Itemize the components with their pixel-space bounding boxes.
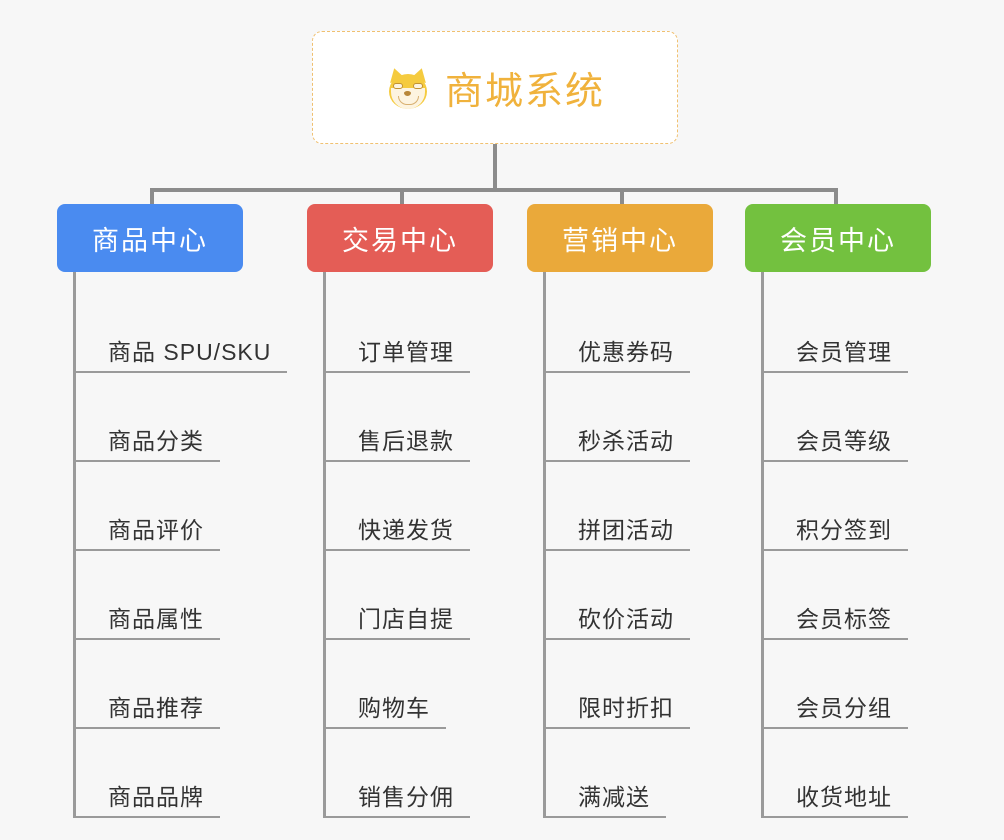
leaf-underline <box>546 638 690 640</box>
leaf-item-label: 秒杀活动 <box>578 428 674 454</box>
leaf-underline <box>76 727 220 729</box>
leaf-item-label: 门店自提 <box>358 606 454 632</box>
leaf-underline <box>326 727 446 729</box>
leaf-list: 优惠券码秒杀活动拼团活动砍价活动限时折扣满减送 <box>543 272 713 818</box>
leaf-underline <box>546 549 690 551</box>
branch-column: 营销中心优惠券码秒杀活动拼团活动砍价活动限时折扣满减送 <box>527 204 713 818</box>
leaf-item-label: 商品属性 <box>108 606 204 632</box>
connector-horizontal-bus <box>150 188 838 192</box>
leaf-underline <box>764 727 908 729</box>
leaf-underline <box>326 638 470 640</box>
leaf-underline <box>76 460 220 462</box>
leaf-item[interactable]: 商品分类 <box>76 373 287 462</box>
leaf-item[interactable]: 快递发货 <box>326 462 493 551</box>
shiba-dog-icon <box>385 65 431 111</box>
leaf-item-label: 订单管理 <box>358 339 454 365</box>
leaf-item-label: 商品 SPU/SKU <box>108 339 272 365</box>
leaf-list: 商品 SPU/SKU 商品分类商品评价商品属性商品推荐商品品牌 <box>73 272 287 818</box>
leaf-item-label: 商品推荐 <box>108 695 204 721</box>
leaf-item-label: 商品分类 <box>108 428 204 454</box>
leaf-list: 订单管理售后退款快递发货门店自提购物车销售分佣 <box>323 272 493 818</box>
branch-node-3[interactable]: 营销中心 <box>527 204 713 272</box>
leaf-underline <box>326 371 470 373</box>
leaf-underline <box>764 460 908 462</box>
leaf-underline <box>76 638 220 640</box>
leaf-list: 会员管理会员等级积分签到会员标签会员分组收货地址 <box>761 272 931 818</box>
leaf-item-label: 限时折扣 <box>578 695 674 721</box>
leaf-underline <box>546 460 690 462</box>
leaf-item[interactable]: 商品属性 <box>76 551 287 640</box>
leaf-item[interactable]: 限时折扣 <box>546 640 713 729</box>
leaf-underline <box>76 816 220 818</box>
connector-drop-4 <box>834 188 838 208</box>
leaf-item-label: 商品评价 <box>108 517 204 543</box>
leaf-underline <box>326 460 470 462</box>
leaf-underline <box>546 816 666 818</box>
leaf-item-label: 会员标签 <box>796 606 892 632</box>
leaf-item-label: 会员管理 <box>796 339 892 365</box>
leaf-underline <box>326 816 470 818</box>
leaf-item[interactable]: 拼团活动 <box>546 462 713 551</box>
leaf-item[interactable]: 商品评价 <box>76 462 287 551</box>
branch-column: 交易中心订单管理售后退款快递发货门店自提购物车销售分佣 <box>307 204 493 818</box>
leaf-item[interactable]: 商品推荐 <box>76 640 287 729</box>
leaf-item[interactable]: 秒杀活动 <box>546 373 713 462</box>
leaf-item-label: 销售分佣 <box>358 784 454 810</box>
branch-node-2[interactable]: 交易中心 <box>307 204 493 272</box>
leaf-item[interactable]: 会员分组 <box>764 640 931 729</box>
leaf-item[interactable]: 门店自提 <box>326 551 493 640</box>
branch-column: 商品中心商品 SPU/SKU 商品分类商品评价商品属性商品推荐商品品牌 <box>57 204 287 818</box>
leaf-item[interactable]: 商品品牌 <box>76 729 287 818</box>
branch-node-4[interactable]: 会员中心 <box>745 204 931 272</box>
leaf-item[interactable]: 满减送 <box>546 729 713 818</box>
connector-root-stub <box>493 144 497 192</box>
leaf-underline <box>76 549 220 551</box>
connector-drop-2 <box>400 188 404 208</box>
leaf-item[interactable]: 收货地址 <box>764 729 931 818</box>
leaf-item[interactable]: 砍价活动 <box>546 551 713 640</box>
branch-column: 会员中心会员管理会员等级积分签到会员标签会员分组收货地址 <box>745 204 931 818</box>
leaf-item[interactable]: 商品 SPU/SKU <box>76 284 287 373</box>
leaf-underline <box>764 638 908 640</box>
leaf-item-label: 优惠券码 <box>578 339 674 365</box>
leaf-item[interactable]: 购物车 <box>326 640 493 729</box>
leaf-item-label: 会员等级 <box>796 428 892 454</box>
leaf-item[interactable]: 会员标签 <box>764 551 931 640</box>
leaf-item-label: 售后退款 <box>358 428 454 454</box>
leaf-item[interactable]: 积分签到 <box>764 462 931 551</box>
leaf-underline <box>76 371 287 373</box>
leaf-item-label: 收货地址 <box>796 784 892 810</box>
leaf-item-label: 砍价活动 <box>578 606 674 632</box>
leaf-underline <box>546 371 690 373</box>
leaf-item[interactable]: 会员等级 <box>764 373 931 462</box>
leaf-underline <box>764 816 908 818</box>
leaf-item-label: 购物车 <box>358 695 430 721</box>
connector-drop-1 <box>150 188 154 208</box>
connector-drop-3 <box>620 188 624 208</box>
leaf-item-label: 拼团活动 <box>578 517 674 543</box>
leaf-item-label: 积分签到 <box>796 517 892 543</box>
root-title: 商城系统 <box>444 71 605 113</box>
root-node[interactable]: 商城系统 <box>312 31 678 144</box>
leaf-underline <box>546 727 690 729</box>
leaf-item-label: 商品品牌 <box>108 784 204 810</box>
leaf-item-label: 满减送 <box>578 784 650 810</box>
leaf-underline <box>326 549 470 551</box>
leaf-item[interactable]: 销售分佣 <box>326 729 493 818</box>
leaf-item-label: 会员分组 <box>796 695 892 721</box>
leaf-item[interactable]: 订单管理 <box>326 284 493 373</box>
leaf-item[interactable]: 会员管理 <box>764 284 931 373</box>
leaf-underline <box>764 549 908 551</box>
leaf-underline <box>764 371 908 373</box>
branch-node-1[interactable]: 商品中心 <box>57 204 243 272</box>
leaf-item[interactable]: 优惠券码 <box>546 284 713 373</box>
leaf-item-label: 快递发货 <box>358 517 454 543</box>
leaf-item[interactable]: 售后退款 <box>326 373 493 462</box>
